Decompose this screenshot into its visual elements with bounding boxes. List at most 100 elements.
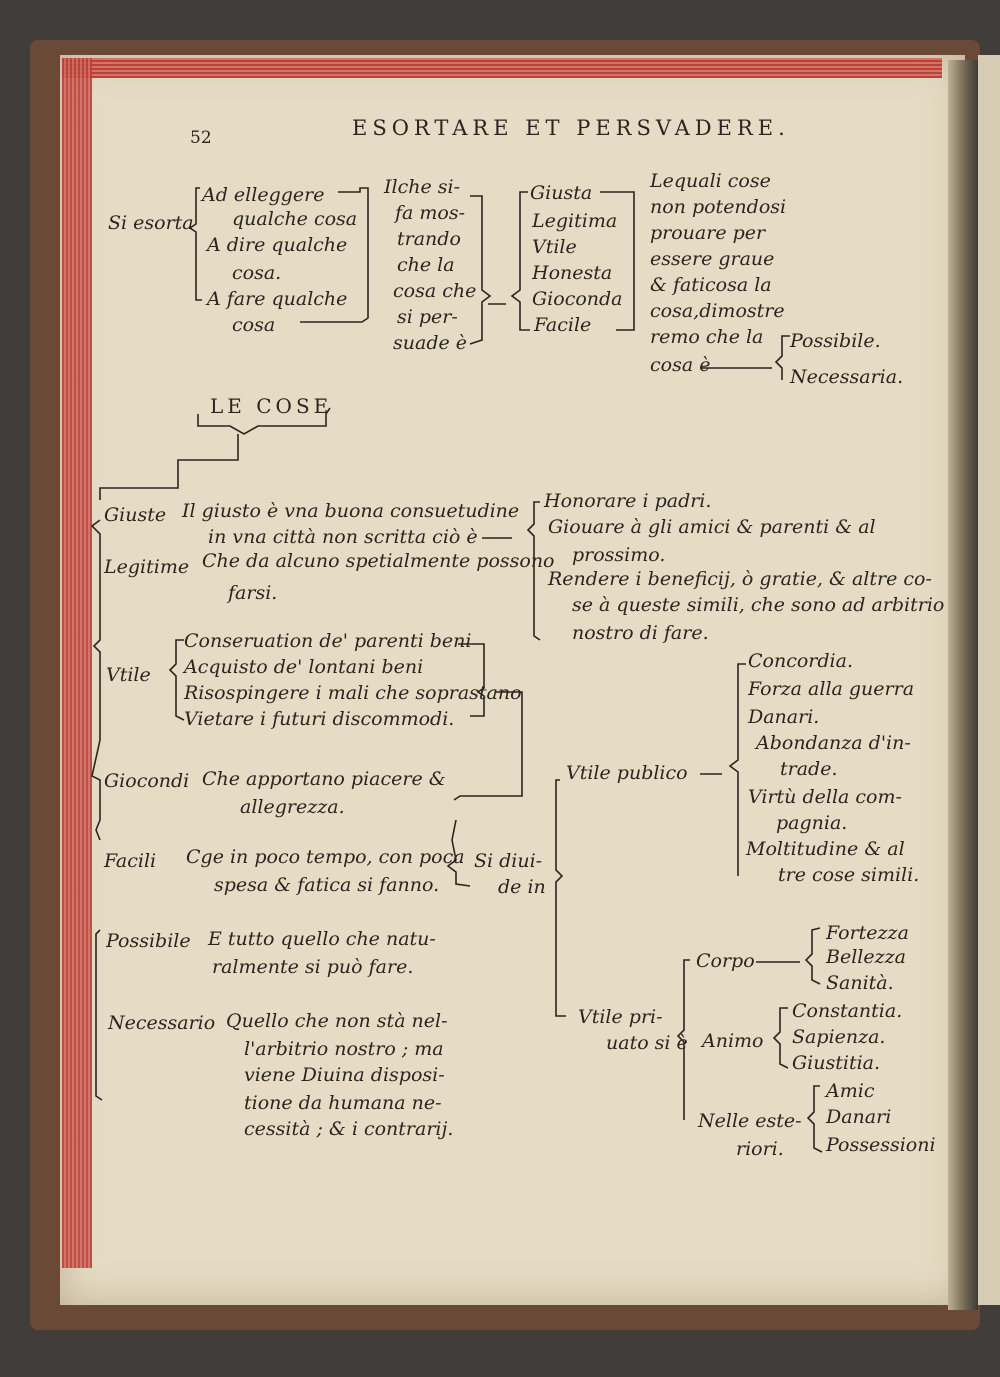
outcome-possibile: Possibile. — [790, 330, 881, 352]
publico-item: Concordia. — [748, 650, 853, 672]
esteriori-label: riori. — [736, 1138, 784, 1160]
bracket-line — [600, 191, 635, 331]
facili-text: spesa & fatica si fanno. — [214, 874, 440, 896]
vtile-item: Conseruation de' parenti beni — [184, 630, 472, 652]
esteriori-item: Possessioni — [826, 1134, 936, 1156]
bracket-line — [446, 819, 471, 887]
necessario-text: cessità ; & i contrarij. — [244, 1118, 454, 1140]
bracket-line — [804, 927, 821, 985]
middle-text-line: trando — [397, 228, 461, 250]
bracket-line — [95, 929, 103, 1101]
giuste-text: Il giusto è vna buona consuetudine — [182, 500, 520, 522]
quality-item: Honesta — [532, 262, 613, 284]
animo-label: Animo — [702, 1030, 764, 1052]
page-edge-left — [62, 58, 92, 1268]
facili-label: Facili — [104, 850, 157, 872]
possibile-text: ralmente si può fare. — [212, 956, 414, 978]
publico-item: pagnia. — [776, 812, 848, 834]
right-text-line: cosa,dimostre — [650, 300, 785, 322]
right-text-line: cosa è — [650, 354, 711, 376]
animo-item: Constantia. — [792, 1000, 903, 1022]
animo-item: Sapienza. — [792, 1026, 886, 1048]
corpo-item: Sanità. — [826, 972, 894, 994]
bracket-line — [300, 187, 369, 323]
outcome-necessaria: Necessaria. — [790, 366, 904, 388]
esorta-option: A dire qualche — [207, 234, 348, 256]
legitime-label: Legitime — [104, 556, 190, 578]
right-text-line: Lequali cose — [650, 170, 771, 192]
honorare-line: Rendere i beneficij, ò gratie, & altre c… — [548, 568, 932, 590]
quality-item: Legitima — [532, 210, 618, 232]
honorare-line: Giouare à gli amici & parenti & al — [548, 516, 876, 538]
vtile-priuato: uato si è — [606, 1032, 688, 1054]
giuste-text: in vna città non scritta ciò è — [208, 526, 478, 548]
bracket-line — [90, 519, 101, 841]
vtile-item: Vietare i futuri discommodi. — [184, 708, 455, 730]
possibile-text: E tutto quello che natu- — [208, 928, 436, 950]
publico-item: tre cose simili. — [778, 864, 920, 886]
esorta-option: qualche cosa — [232, 208, 358, 230]
middle-text-line: suade è — [393, 332, 468, 354]
bracket-line — [168, 639, 185, 721]
book-gutter — [948, 60, 978, 1310]
bracket-line — [188, 187, 202, 301]
right-text-line: essere graue — [650, 248, 775, 270]
giocondi-text: allegrezza. — [240, 796, 345, 818]
esteriori-label: Nelle este- — [698, 1110, 802, 1132]
right-text-line: & faticosa la — [650, 274, 772, 296]
bracket-line — [526, 501, 541, 641]
middle-text-line: si per- — [397, 306, 458, 328]
giuste-label: Giuste — [104, 504, 167, 526]
vtile-item: Risospingere i mali che soprastano — [184, 682, 522, 704]
esorta-option: cosa — [232, 314, 276, 336]
si-diuide: de in — [498, 876, 546, 898]
necessario-text: viene Diuina disposi- — [244, 1064, 445, 1086]
publico-item: Moltitudine & al — [746, 838, 905, 860]
publico-item: trade. — [780, 758, 838, 780]
facing-page — [978, 55, 1000, 1305]
page-edge-top — [62, 58, 942, 78]
necessario-text: l'arbitrio nostro ; ma — [244, 1038, 444, 1060]
publico-item: Abondanza d'in- — [756, 732, 911, 754]
esorta-option: Ad elleggere — [202, 184, 325, 206]
facili-text: Cge in poco tempo, con poca — [186, 846, 465, 868]
middle-text-line: cosa che — [393, 280, 477, 302]
vtile-item: Acquisto de' lontani beni — [184, 656, 424, 678]
vtile-label: Vtile — [106, 664, 151, 686]
bracket-line — [453, 691, 523, 801]
necessario-text: tione da humana ne- — [244, 1092, 442, 1114]
quality-item: Vtile — [532, 236, 577, 258]
right-text-line: prouare per — [650, 222, 766, 244]
bracket-line — [197, 407, 331, 435]
honorare-line: prossimo. — [572, 544, 666, 566]
vtile-publico-label: Vtile publico — [566, 762, 688, 784]
quality-item: Giusta — [530, 182, 593, 204]
si-diuide: Si diui- — [474, 850, 543, 872]
middle-text-line: fa mos- — [395, 202, 466, 224]
si-esorta: Si esorta — [108, 212, 194, 234]
bracket-line — [728, 663, 746, 876]
quality-item: Facile — [534, 314, 592, 336]
corpo-label: Corpo — [696, 950, 755, 972]
bracket-line — [469, 195, 492, 345]
possibile-label: Possibile — [106, 930, 191, 952]
corpo-item: Fortezza — [826, 922, 909, 944]
quality-item: Gioconda — [532, 288, 623, 310]
necessario-label: Necessario — [108, 1012, 216, 1034]
bracket-line — [806, 1085, 823, 1153]
giocondi-text: Che apportano piacere & — [202, 768, 446, 790]
esteriori-item: Amic — [826, 1080, 875, 1102]
giocondi-label: Giocondi — [104, 770, 190, 792]
bracket-line — [458, 643, 485, 717]
running-title: ESORTARE ET PERSVADERE. — [352, 116, 790, 140]
animo-item: Giustitia. — [792, 1052, 881, 1074]
bracket-line — [774, 335, 790, 380]
right-text-line: non potendosi — [650, 196, 787, 218]
publico-item: Forza alla guerra — [748, 678, 915, 700]
right-text-line: remo che la — [650, 326, 764, 348]
publico-item: Virtù della com- — [748, 786, 902, 808]
vtile-priuato: Vtile pri- — [578, 1006, 663, 1028]
le-cose-heading: LE COSE — [210, 394, 333, 418]
